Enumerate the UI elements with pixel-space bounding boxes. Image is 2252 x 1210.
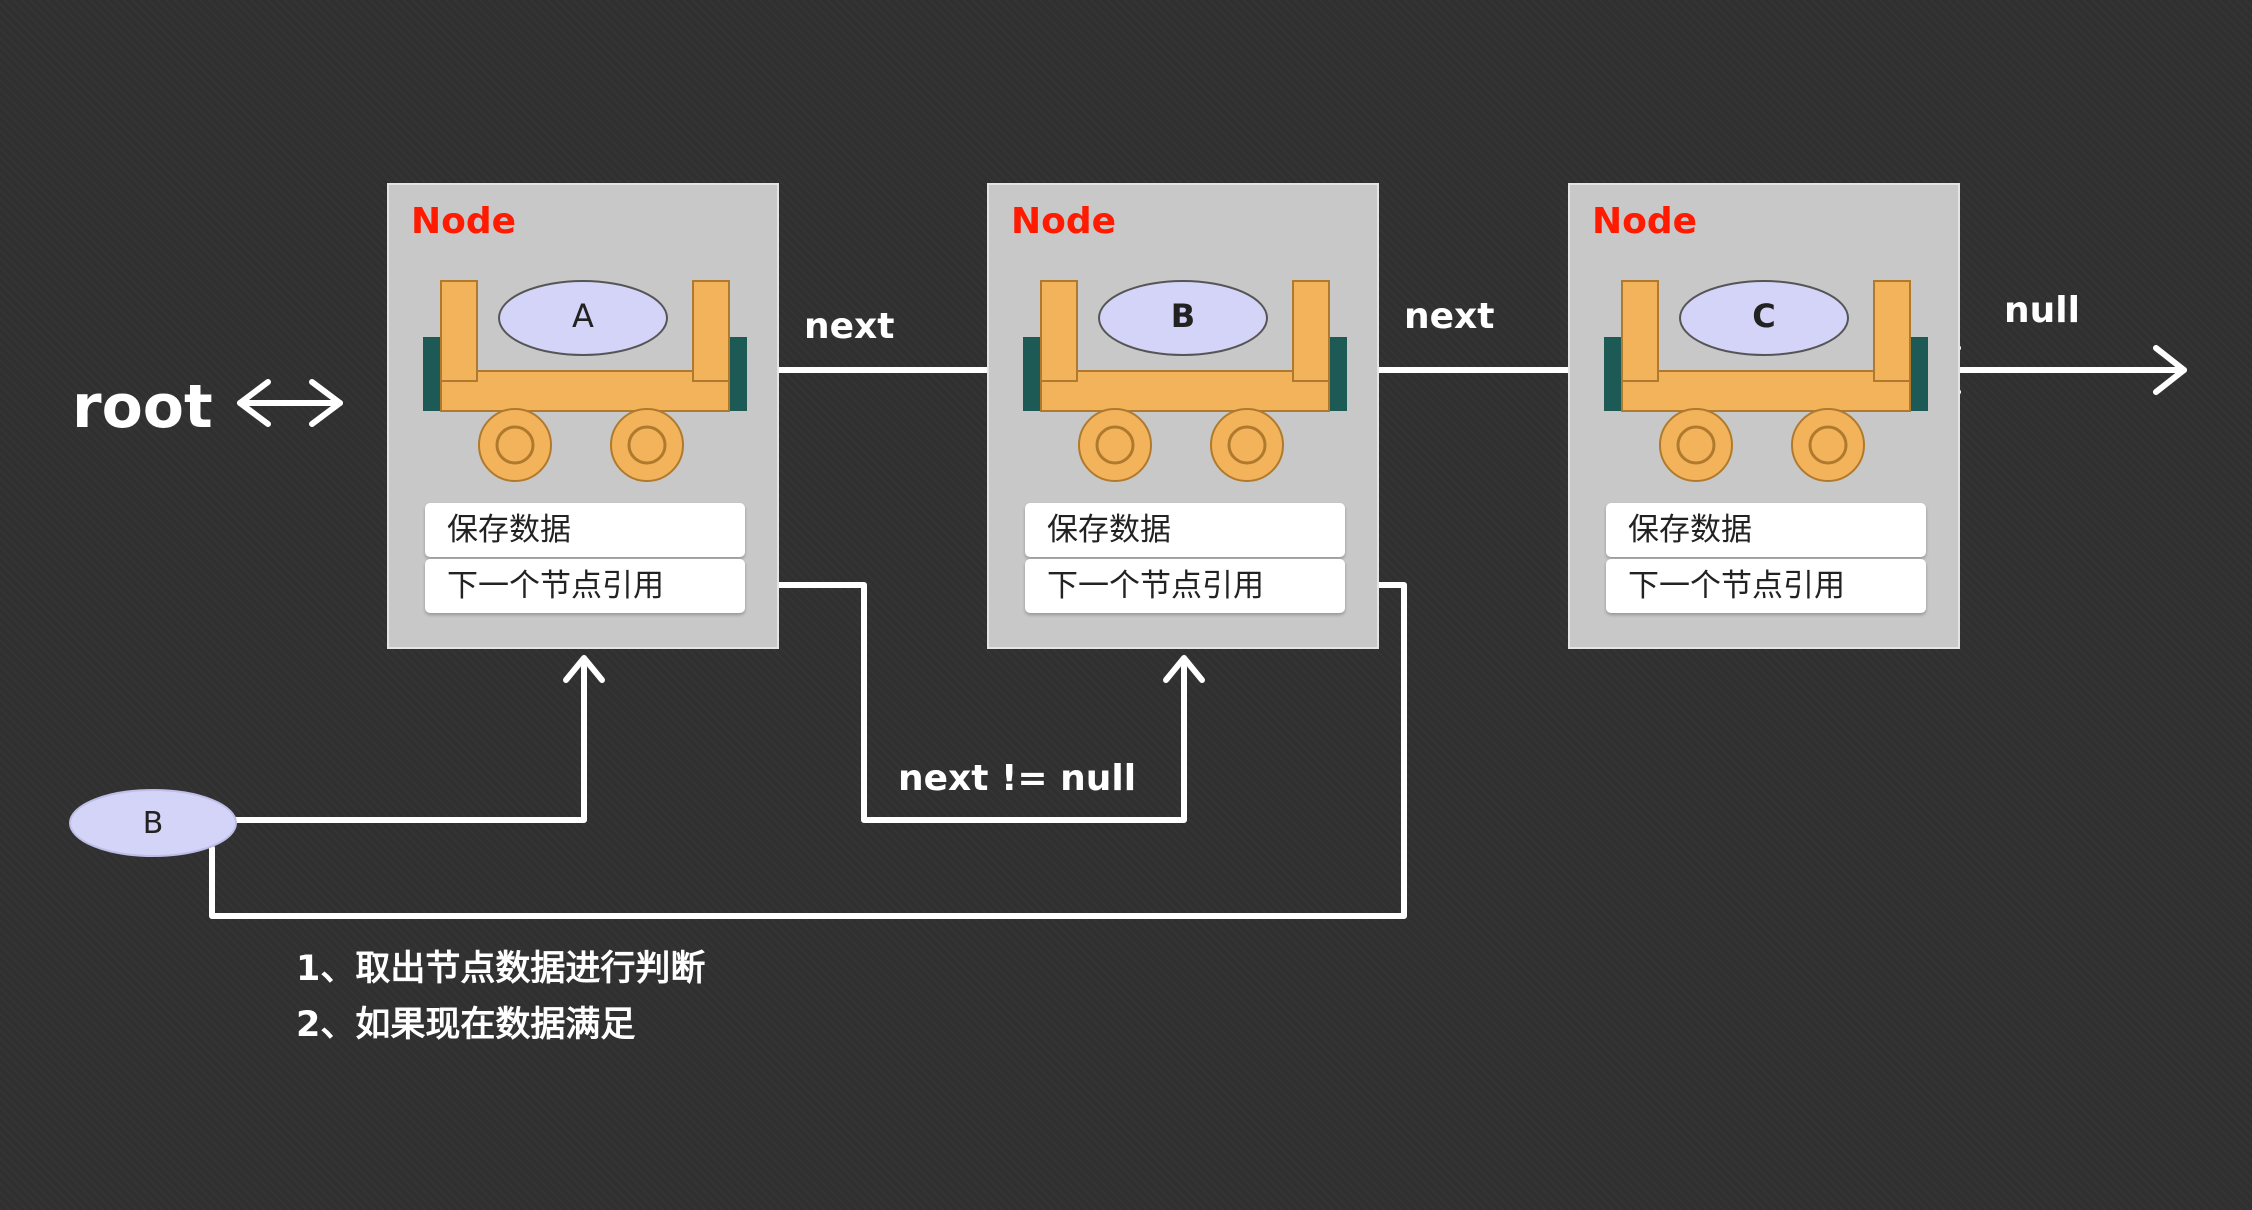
- node-b: Node B 保存数据 下一个节点引用: [987, 183, 1379, 649]
- condition-label: next != null: [898, 758, 1137, 799]
- data-field: 保存数据: [1025, 503, 1345, 557]
- node-title: Node: [1592, 201, 1698, 242]
- root-label: root: [72, 372, 213, 442]
- null-label: null: [2004, 290, 2080, 331]
- cart-icon: [1604, 280, 1928, 482]
- next-arrow-b-c: [1345, 345, 1607, 395]
- cart-icon: [423, 280, 747, 482]
- node-title: Node: [1011, 201, 1117, 242]
- pointer-label: B: [142, 805, 164, 841]
- node-value: B: [1170, 297, 1196, 335]
- pointer-ellipse: [69, 789, 237, 857]
- next-arrow-a-b: [745, 345, 1025, 395]
- next-ref-field: 下一个节点引用: [1025, 559, 1345, 613]
- data-field: 保存数据: [1606, 503, 1926, 557]
- next-label-2: next: [1404, 296, 1495, 337]
- node-value: C: [1752, 297, 1776, 335]
- data-field: 保存数据: [425, 503, 745, 557]
- next-label-1: next: [804, 306, 895, 347]
- root-arrow: [237, 379, 343, 427]
- next-ref-field: 下一个节点引用: [425, 559, 745, 613]
- note-step-2: 2、如果现在数据满足: [296, 1005, 636, 1045]
- node-c: Node C 保存数据 下一个节点引用: [1568, 183, 1960, 649]
- next-ref-to-node-b-arrow: [743, 582, 1205, 823]
- pointer-to-node-a-arrow: [233, 655, 605, 823]
- node-a: Node A 保存数据 下一个节点引用: [387, 183, 779, 649]
- cart-icon: [1023, 280, 1347, 482]
- node-value: A: [572, 297, 594, 335]
- null-arrow: [1927, 345, 2187, 395]
- node-title: Node: [411, 201, 517, 242]
- note-step-1: 1、取出节点数据进行判断: [296, 949, 706, 989]
- next-ref-field: 下一个节点引用: [1606, 559, 1926, 613]
